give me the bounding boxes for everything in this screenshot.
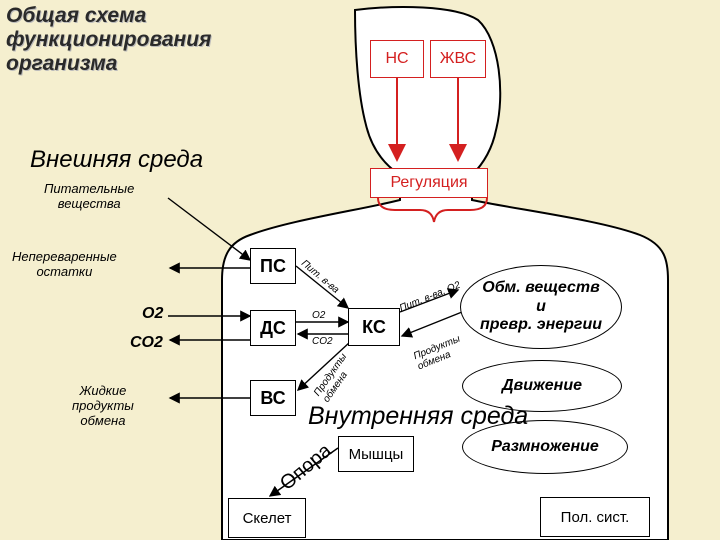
zhvs-label: ЖВС [439,50,477,67]
co2-small-label: CO2 [312,336,333,347]
skeleton-label: Скелет [242,509,292,527]
page-title: Общая схема функционирования организма [6,4,212,76]
nutrients-label: Питательные вещества [44,181,135,211]
arrow-ps-ks [295,265,350,309]
ks-label: КС [362,316,386,337]
o2-small-label: O2 [312,310,326,321]
regulation-box: Регуляция [370,168,488,198]
arrow-metabolism-ks [400,311,463,338]
reproduction-label: Размножение [491,437,599,455]
ds-box: ДС [250,310,296,346]
regulation-brace [377,197,488,223]
arrow-ks-metabolism [399,288,460,313]
liquid-products-label: Жидкие продукты обмена [72,383,134,428]
arrow-nutrients-ps [167,197,252,261]
reproduction-oval: Размножение [462,420,628,474]
zhvs-box: ЖВС [430,40,486,78]
metabolism-label: Обм. веществ и превр. энергии [479,279,603,334]
co2-label: CO2 [130,334,163,351]
arrow-ks-vs [296,341,351,391]
repro-system-box: Пол. сист. [540,497,650,537]
o2-label: O2 [142,305,164,322]
ds-label: ДС [260,317,286,338]
skeleton-box: Скелет [228,498,306,538]
muscles-box: Мышцы [338,436,414,472]
regulation-label: Регуляция [390,174,468,191]
ns-label: НС [385,50,409,67]
arrow-muscles-skeleton [268,447,339,497]
vs-box: ВС [250,380,296,416]
internal-environment-label: Внутренняя среда [308,402,529,430]
muscles-label: Мышцы [348,445,404,463]
movement-oval: Движение [462,360,622,412]
metabolism-oval: Обм. веществ и превр. энергии [460,265,622,349]
ps-label: ПС [260,255,286,276]
movement-label: Движение [501,376,582,394]
external-environment-label: Внешняя среда [30,146,204,173]
ps-box: ПС [250,248,296,284]
vs-label: ВС [260,387,286,408]
ks-box: КС [348,308,400,346]
ns-box: НС [370,40,424,78]
undigested-label: Непереваренные остатки [12,249,117,279]
repro-system-label: Пол. сист. [560,508,630,526]
